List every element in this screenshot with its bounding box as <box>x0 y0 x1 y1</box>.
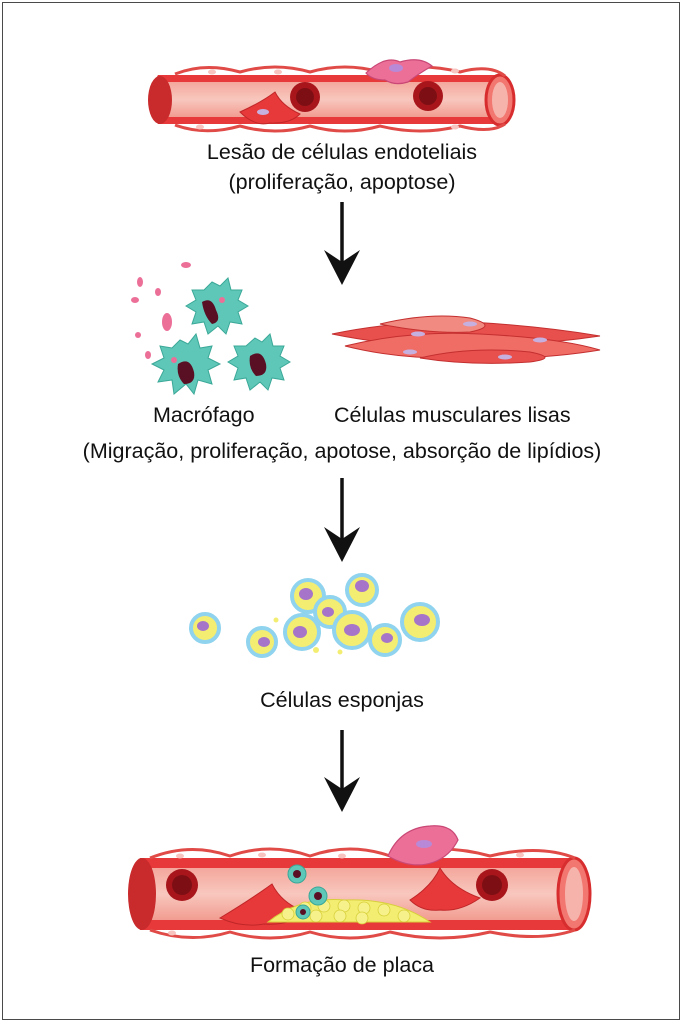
cell-processes-label: (Migração, proliferação, apotose, absorç… <box>82 439 602 463</box>
macrophages-cluster <box>131 262 291 396</box>
arrow-2-head <box>324 527 360 562</box>
macrophage-label: Macrófago <box>153 403 255 427</box>
foam-cells-label: Células esponjas <box>260 688 424 712</box>
arrow-3-head <box>324 777 360 812</box>
injury-label-line2: (proliferação, apoptose) <box>228 170 456 194</box>
injury-label-line1: Lesão de células endoteliais <box>206 140 478 164</box>
smooth-muscle-label: Células musculares lisas <box>334 403 571 427</box>
smooth-muscle-cells <box>331 315 601 364</box>
plaque-formation-label: Formação de placa <box>249 953 435 977</box>
arrow-1-head <box>324 250 360 285</box>
foam-cells-cluster <box>189 573 440 658</box>
vessel-top <box>148 59 516 133</box>
vessel-bottom <box>128 825 592 940</box>
